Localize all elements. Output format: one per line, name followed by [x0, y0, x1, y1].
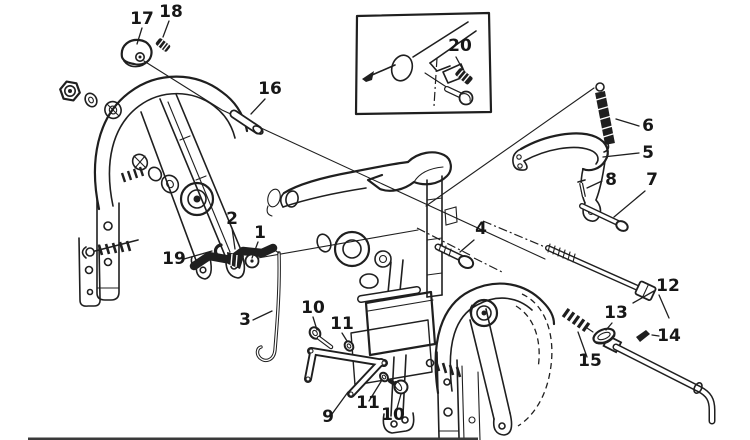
part-7-pin	[579, 203, 629, 232]
callout-7: 7	[646, 170, 658, 190]
part-20-screw	[444, 68, 474, 106]
right-clamp-bracket	[425, 282, 556, 440]
thread-stud	[120, 166, 145, 183]
callout-12: 12	[656, 276, 680, 296]
swivel-bracket	[266, 151, 458, 434]
callout-9: 9	[322, 407, 334, 427]
part-4-bolt	[416, 227, 505, 274]
callout-15: 15	[578, 351, 602, 371]
callout-17: 17	[130, 9, 154, 29]
part-13-ring	[592, 327, 616, 345]
clamp-screw-left	[81, 239, 139, 259]
callout-8: 8	[605, 170, 617, 190]
callout-6: 6	[642, 116, 654, 136]
callout-10-left: 10	[301, 298, 325, 318]
callout-20: 20	[448, 36, 472, 56]
callout-19: 19	[162, 249, 186, 269]
part-11-washer-right	[379, 371, 389, 383]
callout-1: 1	[254, 223, 266, 243]
part-12-threaded-rod	[482, 220, 657, 301]
part-5-lock-lever	[512, 132, 609, 222]
part-15-spring	[561, 307, 594, 333]
callout-10-right: 10	[381, 405, 405, 425]
callout-5: 5	[642, 143, 654, 163]
bottom-edge-strip	[28, 437, 478, 440]
clamp-screw-right	[425, 358, 462, 378]
part-10-bolt-left	[308, 326, 334, 350]
callout-11-left: 11	[330, 314, 354, 334]
left-clamp-bracket	[78, 75, 249, 307]
part-8-pin	[577, 179, 586, 198]
part-12-handle-rod	[602, 334, 716, 425]
part-19-clip	[213, 243, 224, 259]
callout-2: 2	[226, 209, 238, 229]
part-2-grommet	[227, 252, 244, 269]
callouts: 17 18 16 20 6 5 8 7 4 2 1 19 3 10 11 9 1…	[130, 2, 681, 427]
part-11-washer-left	[343, 340, 355, 352]
part-9-bracket	[304, 347, 388, 398]
part-14-clip	[636, 330, 650, 342]
inset-detail-box	[354, 11, 493, 116]
part-3-rod	[255, 248, 281, 363]
part-17-knob	[120, 38, 153, 68]
part-18-pin	[155, 38, 171, 52]
tilt-tube-hardware	[59, 80, 122, 120]
part-6-spring	[595, 82, 617, 153]
callout-16: 16	[258, 79, 282, 99]
callout-18: 18	[159, 2, 183, 22]
callout-13: 13	[604, 303, 628, 323]
callout-3: 3	[239, 310, 251, 330]
callout-14: 14	[657, 326, 681, 346]
callout-4: 4	[475, 219, 487, 239]
part-16-pin	[229, 109, 264, 135]
callout-11-right: 11	[356, 393, 380, 413]
